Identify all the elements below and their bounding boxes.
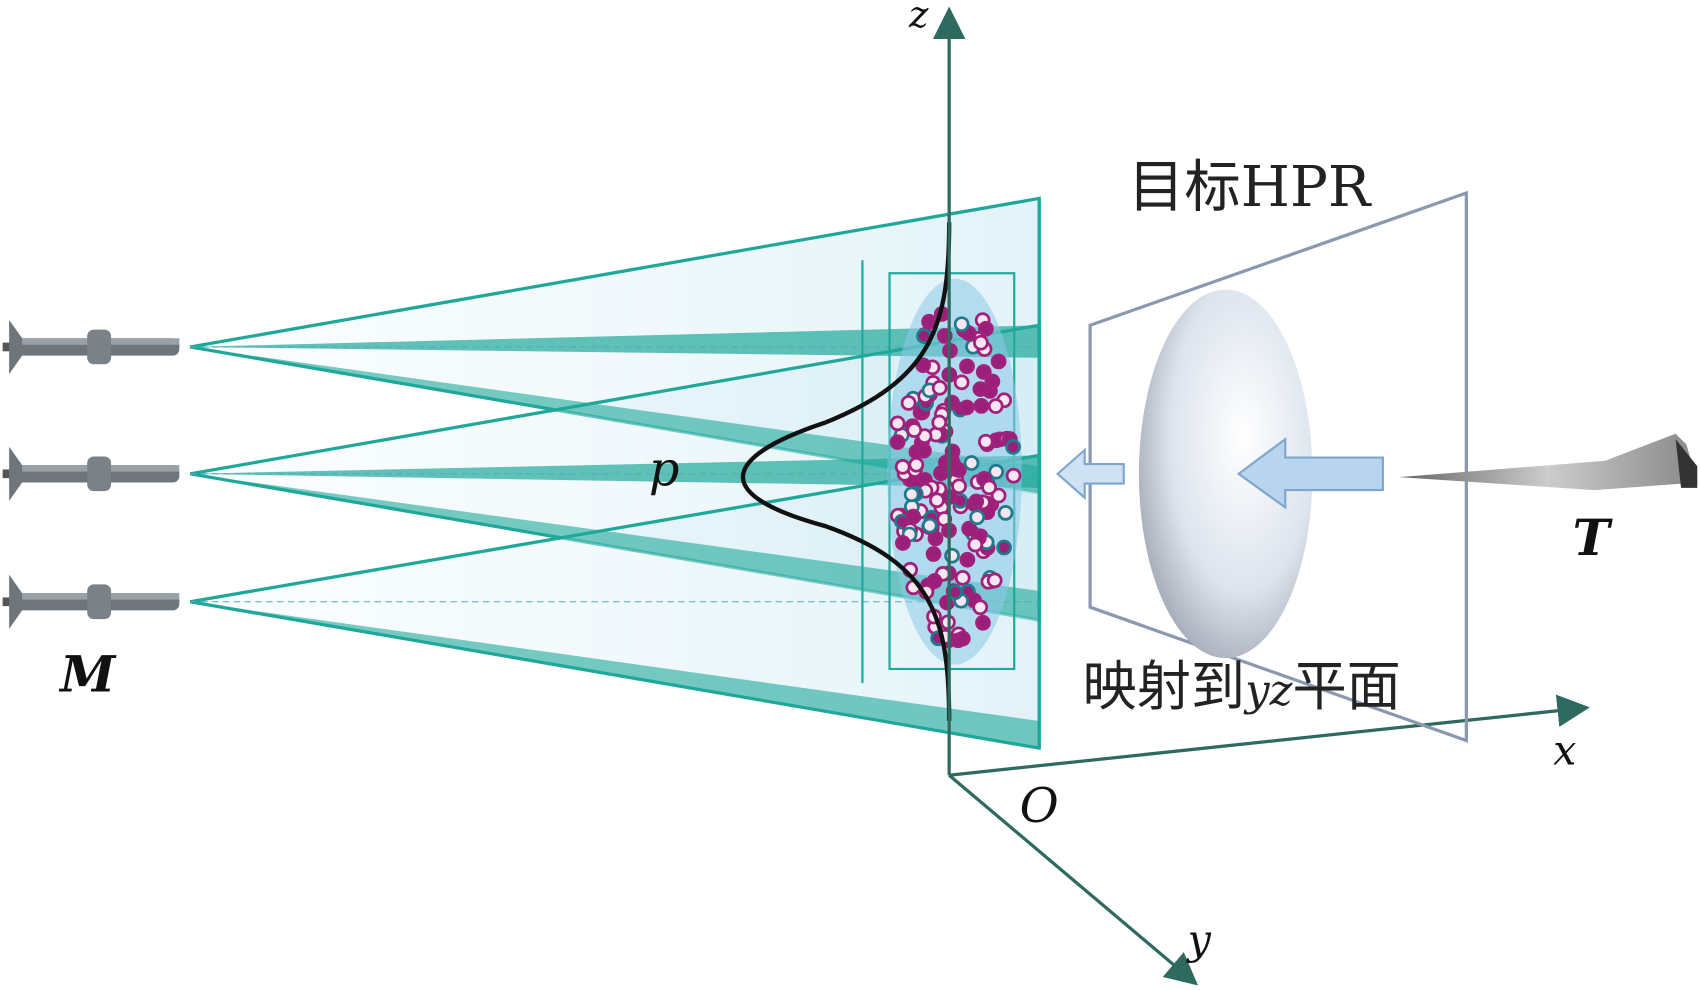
projection-suffix: 平面 [1292, 655, 1400, 718]
projection-label: 映射到yz平面 [1083, 655, 1401, 718]
particle [889, 415, 906, 432]
projection-prefix: 映射到 [1083, 655, 1246, 718]
particle [963, 455, 980, 471]
particle [968, 493, 985, 510]
y-axis [948, 773, 1199, 986]
particle [905, 508, 922, 525]
origin-label: O [1020, 779, 1059, 834]
target-hpr-label: 目标HPR [1128, 155, 1372, 220]
particle [944, 547, 960, 564]
particle [915, 357, 931, 374]
particle [972, 599, 989, 616]
x-axis-label: x [1553, 726, 1576, 774]
beam-edge-shade [190, 473, 1040, 621]
beam-edge-shade [190, 325, 1040, 358]
particle [997, 505, 1014, 521]
y-axis-label: y [1186, 916, 1212, 964]
particle [959, 358, 975, 375]
particle [916, 442, 932, 459]
particle [972, 381, 989, 397]
particle [894, 458, 911, 475]
particle [954, 570, 971, 586]
beam-edge-shade [190, 455, 1040, 488]
particle [959, 551, 976, 568]
particle [996, 539, 1012, 556]
target-label: T [1573, 508, 1614, 567]
particle [953, 316, 970, 333]
hpr-plane [1088, 190, 1468, 743]
particle [988, 463, 1005, 480]
particle [903, 486, 920, 503]
arrow-small-icon [1055, 447, 1125, 501]
particle [1005, 439, 1021, 455]
beam-edge-shade [190, 601, 1040, 749]
missiles [2, 319, 180, 629]
particle [973, 334, 989, 351]
target-aircraft-icon [1399, 433, 1698, 491]
particle [908, 456, 925, 473]
particle [978, 320, 994, 337]
particle [973, 398, 990, 414]
particle [906, 422, 923, 438]
particle [900, 395, 917, 411]
gaussian-curve [740, 222, 952, 722]
particle [921, 517, 938, 534]
missile-icon [2, 319, 180, 375]
particle [925, 546, 942, 562]
particle [889, 434, 906, 450]
missile-icon [2, 574, 180, 629]
distribution-label: p [649, 443, 680, 498]
particle [927, 530, 944, 547]
projection-var: yz [1243, 666, 1293, 716]
particle [969, 509, 986, 526]
x-axis [948, 694, 1590, 777]
particle [990, 353, 1007, 370]
particle [931, 379, 948, 396]
particle [977, 433, 994, 450]
particle [975, 364, 992, 380]
beam-edge-shade [190, 346, 1040, 494]
particle [961, 520, 977, 537]
missile-icon [2, 446, 180, 501]
particle [929, 492, 945, 509]
particle [931, 414, 948, 431]
particle [975, 614, 991, 631]
particle [986, 572, 1003, 589]
particle [984, 373, 1001, 390]
arrow-large-icon [1236, 436, 1384, 510]
particle [895, 535, 911, 551]
particle [954, 630, 971, 647]
particle [944, 394, 960, 411]
particle [990, 487, 1007, 504]
hpr-dome [1138, 289, 1313, 659]
particle [953, 374, 970, 391]
particle [951, 478, 967, 495]
particle [958, 399, 975, 416]
particle [981, 479, 998, 496]
particle [926, 573, 943, 589]
missile-label: M [58, 645, 117, 704]
particle [987, 398, 1004, 414]
particle [967, 536, 984, 553]
z-axis-label: z [908, 0, 929, 36]
particle [933, 465, 949, 481]
particle [1005, 467, 1022, 484]
